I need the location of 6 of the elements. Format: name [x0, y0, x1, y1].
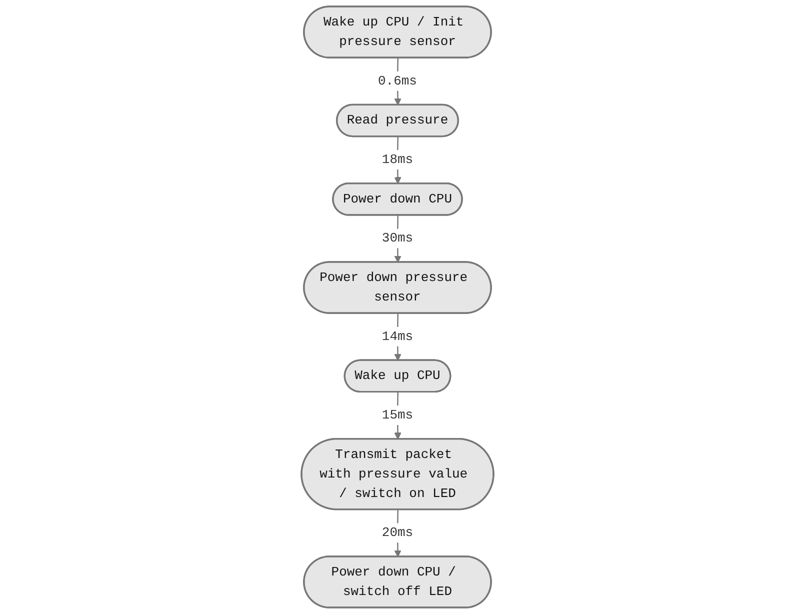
edge-label: 30ms: [382, 231, 414, 246]
edge-label: 20ms: [382, 526, 414, 540]
edge-label: 15ms: [382, 408, 414, 423]
edge-label: 0.6ms: [378, 74, 417, 88]
edge-label: 18ms: [382, 152, 414, 168]
edge-label: 14ms: [382, 329, 414, 344]
